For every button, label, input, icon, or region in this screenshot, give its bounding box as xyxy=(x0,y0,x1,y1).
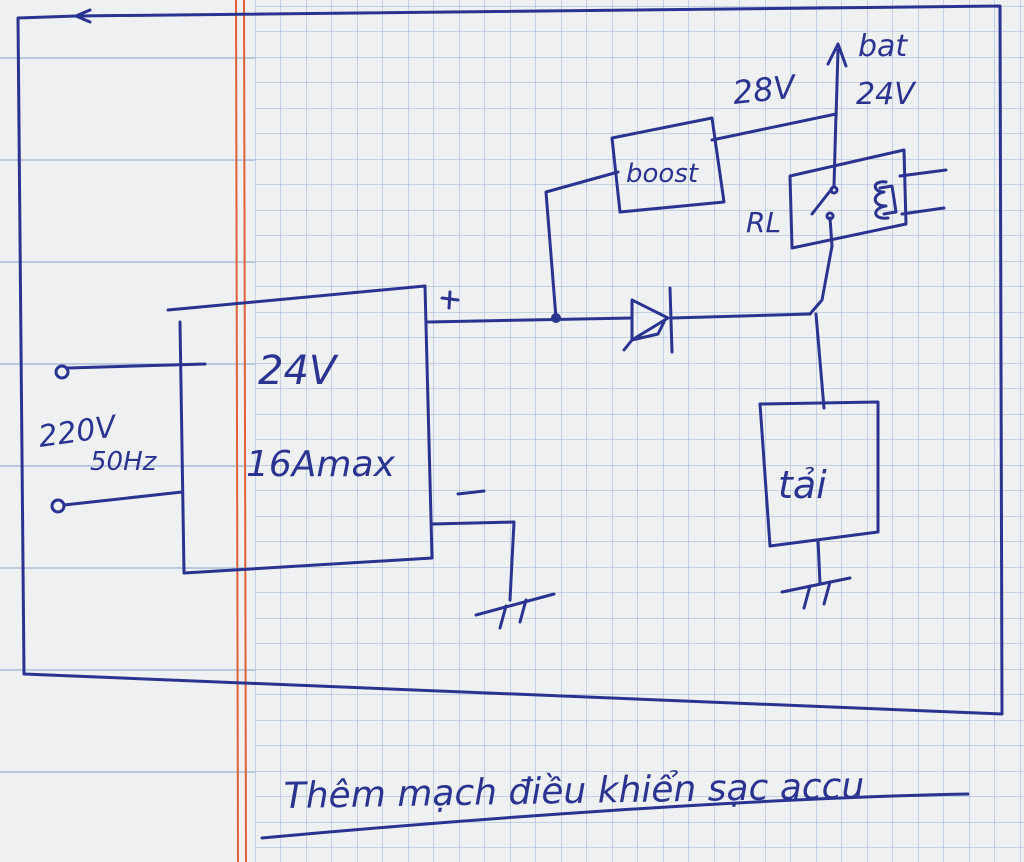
mains-terminal-bottom xyxy=(50,490,184,514)
load-ground-icon xyxy=(780,576,852,610)
psu-ground-icon xyxy=(474,592,556,630)
ruled-lines-left xyxy=(0,57,255,773)
diode-output-wire xyxy=(670,312,812,320)
negative-rail xyxy=(430,520,516,602)
margin-line xyxy=(235,0,247,862)
outer-border xyxy=(16,4,1004,716)
boost-output-wire xyxy=(710,112,838,142)
positive-rail xyxy=(426,316,634,324)
relay-wire-bottom xyxy=(808,216,834,316)
psu-current-label: 16Amax xyxy=(246,444,396,485)
boost-label: boost xyxy=(626,159,699,189)
mains-frequency-label: 50Hz xyxy=(90,447,158,477)
coil-wire-top xyxy=(898,168,948,178)
boost-input-wire xyxy=(544,170,620,320)
psu-voltage-label: 24V xyxy=(258,348,339,394)
relay-wire-top xyxy=(832,112,838,188)
load-ground-wire xyxy=(816,538,822,586)
caption-underline xyxy=(260,792,970,840)
load-box xyxy=(758,400,880,548)
border-arrow-icon xyxy=(74,8,92,24)
load-feed-wire xyxy=(814,312,826,410)
ink-drawing xyxy=(16,4,1004,840)
relay-label: RL xyxy=(746,206,781,239)
battery-wire xyxy=(834,48,840,120)
diode-icon xyxy=(622,286,674,354)
coil-wire-bottom xyxy=(900,206,946,216)
battery-voltage-label: 24V xyxy=(856,77,917,112)
handwritten-labels: 220V 50Hz 24V 16Amax boost 28V bat 24V R… xyxy=(36,29,917,817)
psu-box xyxy=(166,284,434,575)
caption: Thêm mạch điều khiển sạc accu xyxy=(283,766,864,817)
boost-box xyxy=(610,116,726,214)
relay-coil-icon xyxy=(873,180,898,220)
relay-box xyxy=(788,148,908,250)
grid-paper xyxy=(255,0,1024,862)
battery-label: bat xyxy=(858,29,908,64)
minus-mark xyxy=(456,489,486,496)
load-label: tải xyxy=(778,463,827,507)
battery-arrow-icon xyxy=(826,42,848,68)
boost-output-voltage-label: 28V xyxy=(731,67,799,112)
